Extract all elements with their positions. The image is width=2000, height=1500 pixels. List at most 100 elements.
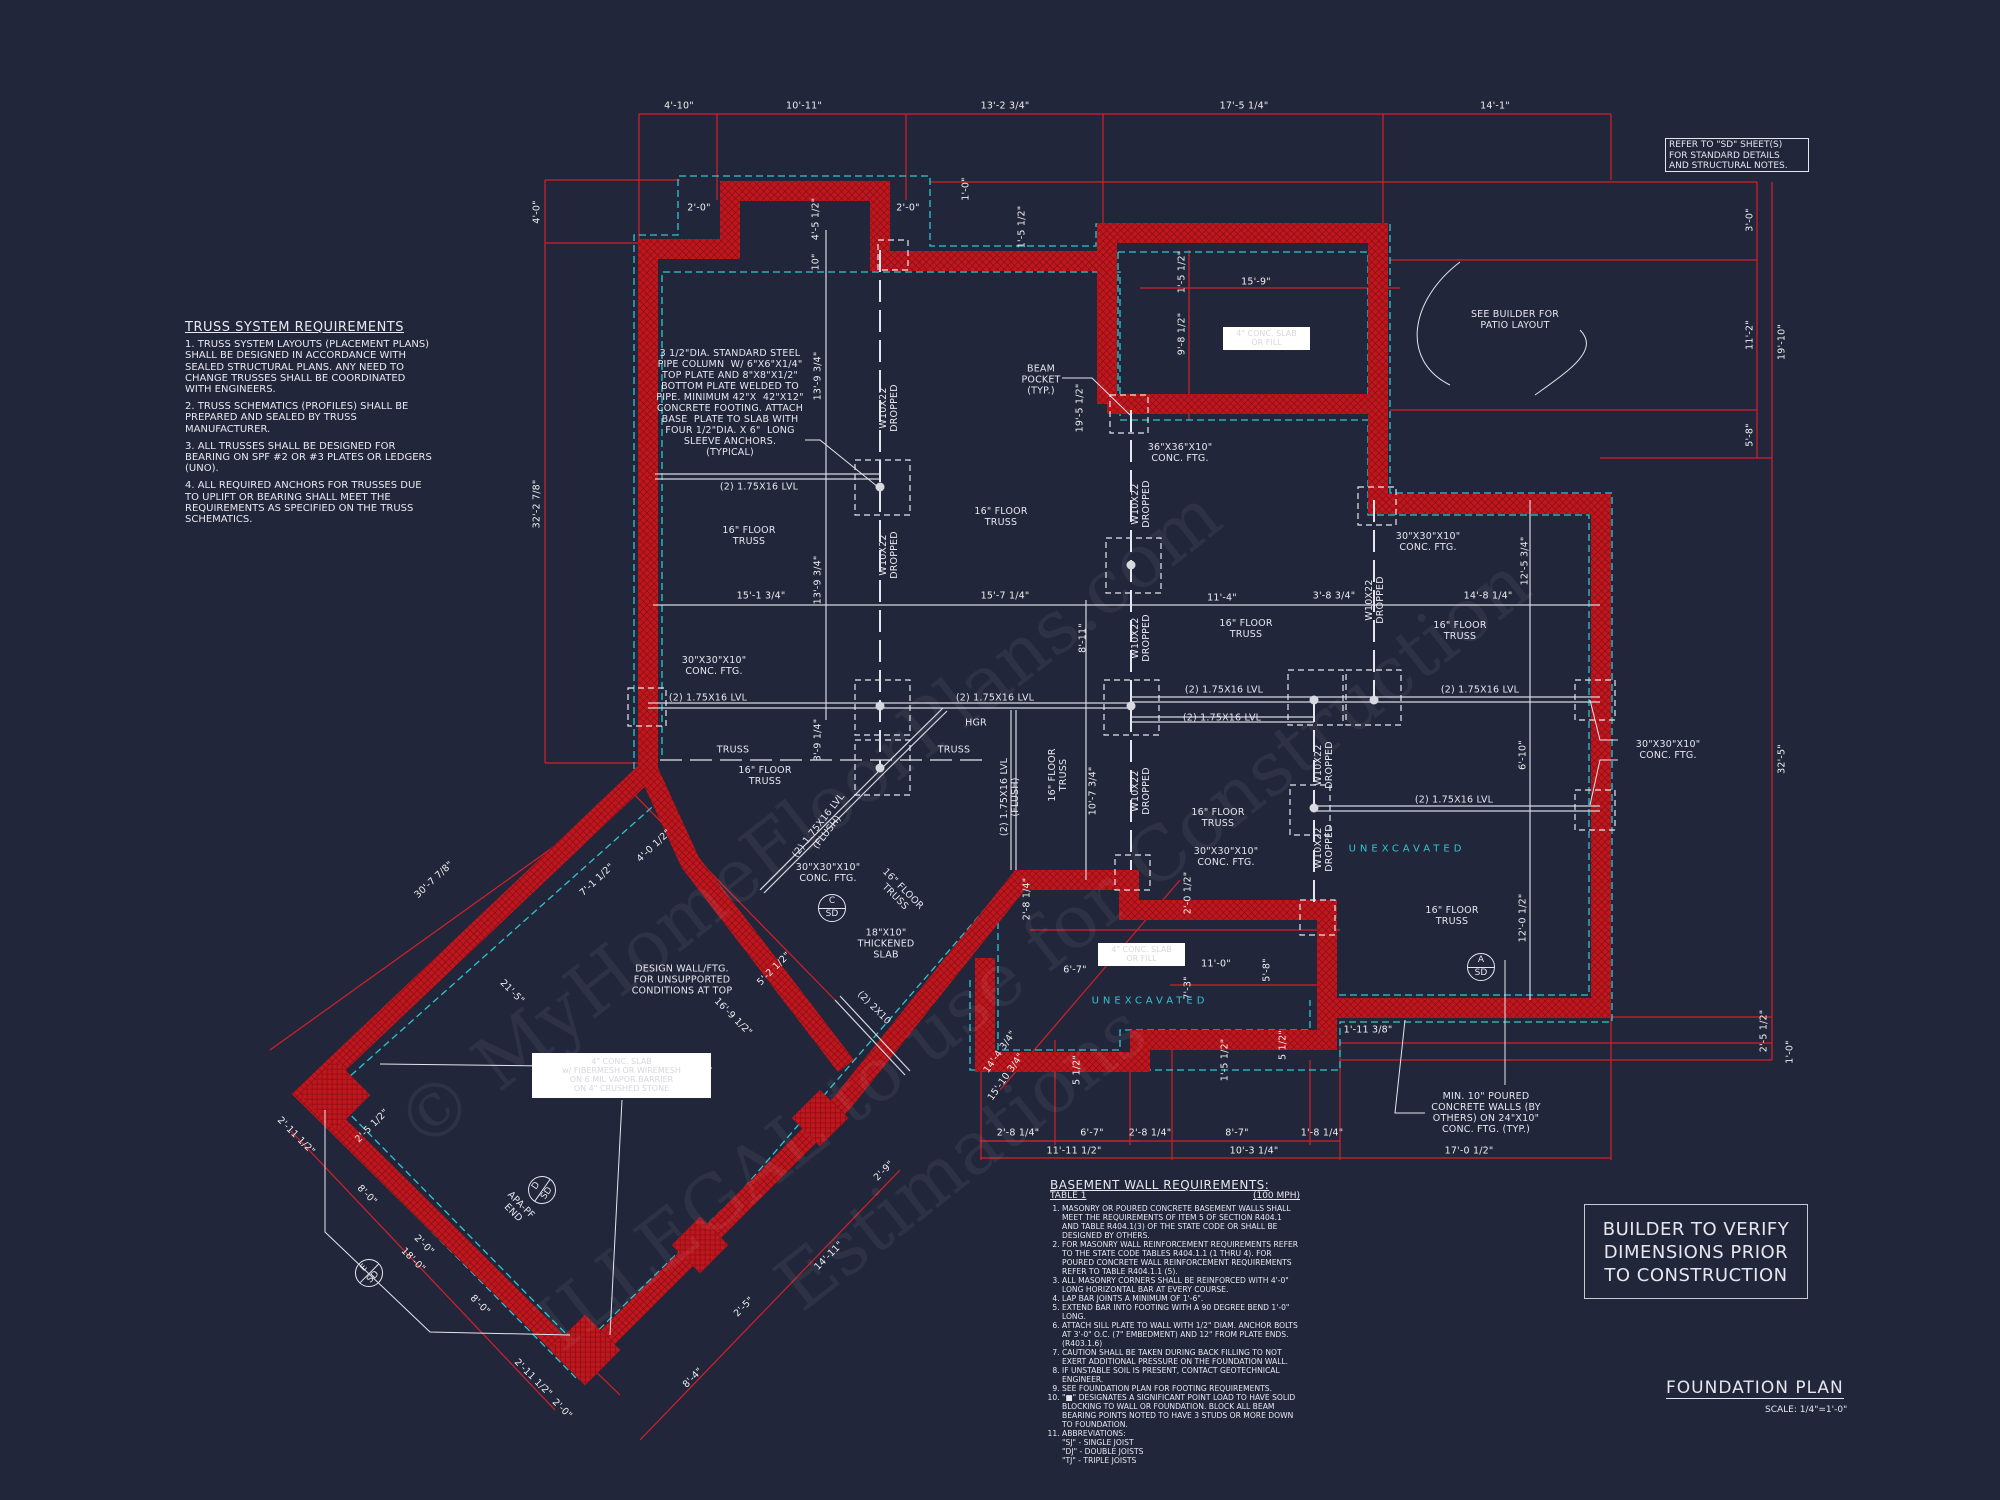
dimension-right: 11'-2" [1744, 320, 1756, 350]
basement-wall-item: LAP BAR JOINTS A MINIMUM OF 1'-6". [1062, 1294, 1300, 1303]
dimension-bottom: 2'-8 1/4" [1128, 1127, 1172, 1139]
builder-verify-note: BUILDER TO VERIFY DIMENSIONS PRIOR TO CO… [1584, 1204, 1808, 1299]
w10x22-dropped-label: W10x22 DROPPED [1130, 480, 1152, 528]
section-letter: C [828, 896, 836, 906]
dimension-top: 13'-2 3/4" [980, 100, 1030, 112]
dimension-interior: 1'-5 1/2" [1016, 205, 1028, 249]
dimension-interior: 6'-7" [1063, 964, 1087, 976]
dimension-interior: 2'-8 1/4" [1021, 877, 1033, 921]
floor-truss-label: 16" FLOOR TRUSS [738, 765, 792, 787]
floor-truss-label: 16" FLOOR TRUSS [974, 506, 1028, 528]
dimension-interior: 8'-11" [1077, 623, 1089, 653]
dimension-interior: 13'-9 3/4" [812, 351, 824, 401]
dimension-bottom: 10'-3 1/4" [1229, 1145, 1279, 1157]
dimension-bottom: 6'-7" [1080, 1127, 1104, 1139]
dimension-left: 4'-0" [531, 200, 543, 224]
drawing-title: FOUNDATION PLAN [1666, 1378, 1844, 1399]
basement-wall-item: EXTEND BAR INTO FOOTING WITH A 90 DEGREE… [1062, 1303, 1300, 1321]
truss-requirement-2: 2. TRUSS SCHEMATICS (PROFILES) SHALL BE … [185, 401, 409, 435]
basement-wall-title: BASEMENT WALL REQUIREMENTS: [1050, 1178, 1270, 1192]
table-label: TABLE 1 [1050, 1191, 1087, 1201]
truss-requirements-title: TRUSS SYSTEM REQUIREMENTS [185, 320, 404, 335]
dimension-left: 32'-2 7/8" [531, 479, 543, 529]
w10x22-dropped-label: W10x22 DROPPED [1313, 741, 1335, 789]
basement-wall-requirements: BASEMENT WALL REQUIREMENTS: TABLE 1 (100 … [1050, 1178, 1300, 1465]
dimension-top: 14'-1" [1480, 100, 1510, 112]
dimension-interior: 14'-8 1/4" [1463, 590, 1513, 602]
section-sheet: SD [825, 909, 839, 919]
dimension-interior: 13'-9 3/4" [812, 555, 824, 605]
patio-note: SEE BUILDER FOR PATIO LAYOUT [1470, 309, 1560, 331]
refer-sd-note: REFER TO "SD" SHEET(S) FOR STANDARD DETA… [1665, 138, 1809, 172]
truss-system-requirements: TRUSS SYSTEM REQUIREMENTS 1. TRUSS SYSTE… [185, 320, 465, 531]
dimension-interior: 2'-0" [896, 202, 920, 214]
dimension-right: 2'-5 1/2" [1758, 1009, 1770, 1053]
dimension-right: 5'-8" [1744, 423, 1756, 447]
floor-truss-label: 16" FLOOR TRUSS [1191, 807, 1245, 829]
dimension-interior: 10'-7 3/4" [1087, 766, 1099, 816]
w10x22-dropped-label: W10x22 DROPPED [1313, 824, 1335, 872]
basement-wall-item: ATTACH SILL PLATE TO WALL WITH 1/2" DIAM… [1062, 1321, 1300, 1348]
w10x22-dropped-label: W10x22 DROPPED [1130, 614, 1152, 662]
pipe-column-note: 3 1/2"dia. STANDARD STEEL PIPE COLUMN w/… [656, 348, 804, 458]
unexcavated-label: UNEXCAVATED [1091, 995, 1209, 1007]
basement-wall-item: CAUTION SHALL BE TAKEN DURING BACK FILLI… [1062, 1348, 1300, 1366]
basement-wall-item: IF UNSTABLE SOIL IS PRESENT, CONTACT GEO… [1062, 1366, 1300, 1384]
pipe-columns [875, 482, 1379, 813]
flush-beam-label: (2) 1.75x16 LVL (FLUSH) [999, 757, 1021, 837]
dimension-interior: 2'-0 1/2" [1182, 871, 1194, 915]
truss-label: TRUSS [716, 744, 750, 756]
truss-label: TRUSS [937, 744, 971, 756]
beam-label: (2) 1.75x16 LVL [1414, 794, 1494, 806]
section-divider [1468, 967, 1494, 968]
dimension-interior: 11'-0" [1201, 958, 1231, 970]
dimension-interior: 19'-5 1/2" [1074, 383, 1086, 433]
dimension-interior: 6'-10" [1517, 740, 1529, 770]
dimension-interior: 12'-5 3/4" [1519, 536, 1531, 586]
wind-speed: (100 MPH) [1252, 1191, 1300, 1201]
truss-requirement-3: 3. ALL TRUSSES SHALL BE DESIGNED FOR BEA… [185, 440, 432, 475]
dimension-top: 17'-5 1/4" [1219, 100, 1269, 112]
footing-label: 36"x36"x10" CONC. FTG. [1147, 442, 1213, 464]
floor-truss-label: 16" FLOOR TRUSS [1425, 905, 1479, 927]
dimension-interior: 10" [810, 253, 822, 271]
dimension-interior: 2'-0" [687, 202, 711, 214]
foundation-walls [291, 181, 1611, 1380]
beam-label: (2) 1.75x16 LVL [1182, 712, 1262, 724]
truss-requirement-1: 1. TRUSS SYSTEM LAYOUTS (PLACEMENT PLANS… [185, 339, 430, 396]
dimension-interior: 3'-8 3/4" [1312, 590, 1356, 602]
dimension-interior: 15'-1 3/4" [736, 590, 786, 602]
section-letter: A [1477, 955, 1485, 965]
footing-label: 30"x30"x10" CONC. FTG. [1395, 531, 1461, 553]
poured-wall-note: MIN. 10" POURED CONCRETE WALLS (BY OTHER… [1431, 1091, 1541, 1135]
dimension-right: 3'-0" [1744, 208, 1756, 232]
floor-truss-label: 16" FLOOR TRUSS [1219, 618, 1273, 640]
design-wall-note: DESIGN WALL/FTG. FOR UNSUPPORTED CONDITI… [631, 963, 733, 997]
floor-truss-label: 16" FLOOR TRUSS [722, 525, 776, 547]
w10x22-dropped-label: W10x22 DROPPED [1130, 767, 1152, 815]
slab-label-box: 4" CONC. SLAB OR FILL [1223, 327, 1310, 350]
floor-truss-label: 16" FLOOR TRUSS [1433, 620, 1487, 642]
beam-label: (2) 1.75x16 LVL [1440, 684, 1520, 696]
footing-label: 30"x30"x10" CONC. FTG. [1193, 846, 1259, 868]
dimension-bottom: 17'-0 1/2" [1444, 1145, 1494, 1157]
dimension-bottom: 2'-8 1/4" [996, 1127, 1040, 1139]
abbreviations: "SJ" - SINGLE JOIST "DJ" - DOUBLE JOISTS… [1062, 1438, 1144, 1465]
beam-lines [648, 230, 1600, 1076]
dimension-interior: 12'-0 1/2" [1517, 893, 1529, 943]
dimension-interior: 1'-0" [960, 177, 972, 201]
slab-label-box: 4" CONC. SLAB w/ FIBERMESH OR WIREMESH O… [532, 1053, 711, 1098]
dimension-right: 19'-10" [1776, 324, 1788, 360]
section-marker[interactable]: C SD [818, 894, 846, 922]
dimension-interior: 5 1/2" [1071, 1055, 1083, 1085]
dimension-interior: 5'-8" [1261, 958, 1273, 982]
leader-lines [324, 261, 1618, 1336]
corner-piers [299, 1059, 849, 1386]
thickened-slab-label: 18"x10" THICKENED SLAB [857, 927, 915, 961]
dimension-interior: 15'-9" [1241, 276, 1271, 288]
hanger-label: HGR [965, 717, 987, 729]
dimension-interior: 1'-11 3/8" [1343, 1024, 1393, 1036]
w10x22-dropped-label: W10x22 DROPPED [878, 384, 900, 432]
